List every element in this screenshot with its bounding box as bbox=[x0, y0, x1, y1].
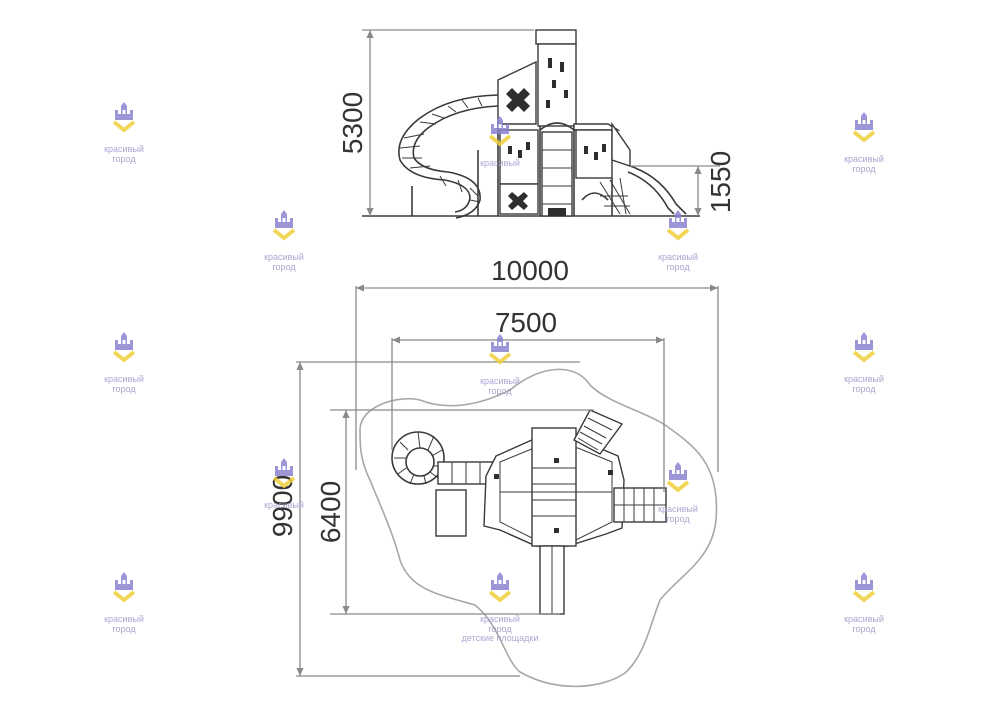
watermark-text: красивый bbox=[104, 374, 144, 384]
dimension-depth-equipment: 6400 bbox=[315, 409, 594, 615]
steps-plan bbox=[613, 487, 667, 523]
straight-slide-plan bbox=[539, 545, 565, 615]
watermark-text: красивый bbox=[264, 252, 304, 262]
climbing-net bbox=[599, 177, 631, 215]
watermark-text: город bbox=[112, 154, 136, 164]
watermark-text: красивый bbox=[658, 504, 698, 514]
watermark-logo bbox=[852, 110, 876, 142]
watermark-text: город bbox=[852, 624, 876, 634]
watermark-text: город bbox=[666, 514, 690, 524]
watermark-logo bbox=[666, 460, 690, 492]
watermark-logo bbox=[852, 330, 876, 362]
ladder-plan bbox=[573, 409, 624, 455]
dimension-width-total: 10000 bbox=[355, 255, 719, 472]
watermark-logo bbox=[488, 332, 512, 364]
watermark-text: город bbox=[852, 164, 876, 174]
safety-zone-outline bbox=[359, 368, 718, 688]
watermark-logo bbox=[112, 100, 136, 132]
tall-tower bbox=[535, 29, 577, 216]
dim-label-6400: 6400 bbox=[315, 481, 346, 543]
watermark-text: город bbox=[666, 262, 690, 272]
watermark-logo bbox=[112, 330, 136, 362]
dim-label-1550: 1550 bbox=[705, 151, 736, 213]
watermark-text: красивый bbox=[480, 158, 520, 168]
watermark-text: красивый bbox=[104, 144, 144, 154]
watermark-text: красивый bbox=[480, 614, 520, 624]
dim-label-7500: 7500 bbox=[495, 307, 557, 338]
watermark-text: красивый bbox=[264, 500, 304, 510]
spiral-tube-slide-side bbox=[398, 94, 499, 219]
watermark-logo bbox=[488, 570, 512, 602]
watermark-logo bbox=[852, 570, 876, 602]
central-platform bbox=[483, 427, 625, 547]
watermark-text: город bbox=[112, 384, 136, 394]
central-ladder bbox=[539, 122, 575, 217]
straight-slide-side bbox=[627, 165, 687, 215]
plan-view: 10000 7500 9900 6400 bbox=[267, 255, 719, 688]
right-house-module bbox=[573, 121, 631, 216]
watermark-text: красивый bbox=[844, 154, 884, 164]
dim-label-5300: 5300 bbox=[337, 92, 368, 154]
dimension-height-platform: 1550 bbox=[630, 151, 736, 216]
left-house-module bbox=[497, 60, 539, 216]
watermark-logo bbox=[666, 208, 690, 240]
watermark-text: красивый bbox=[480, 376, 520, 386]
watermark-logo bbox=[272, 208, 296, 240]
dim-label-10000: 10000 bbox=[491, 255, 569, 286]
watermark-tagline: детские площадки bbox=[462, 633, 539, 643]
side-elevation-view: 5300 1550 bbox=[337, 29, 736, 219]
watermark-text: красивый bbox=[658, 252, 698, 262]
dimension-height-total: 5300 bbox=[337, 29, 534, 216]
watermark-logo bbox=[112, 570, 136, 602]
watermark-text: город bbox=[112, 624, 136, 634]
watermark-text: город bbox=[272, 262, 296, 272]
watermark-layer: красивый город красивый город красивый к… bbox=[104, 100, 884, 643]
watermark-text: красивый bbox=[844, 374, 884, 384]
watermark-text: красивый bbox=[104, 614, 144, 624]
watermark-text: город bbox=[488, 624, 512, 634]
watermark-text: город bbox=[852, 384, 876, 394]
watermark-text: красивый bbox=[844, 614, 884, 624]
watermark-text: город bbox=[488, 386, 512, 396]
dimension-width-equipment: 7500 bbox=[391, 307, 665, 492]
spiral-tube-slide-plan bbox=[391, 431, 497, 537]
